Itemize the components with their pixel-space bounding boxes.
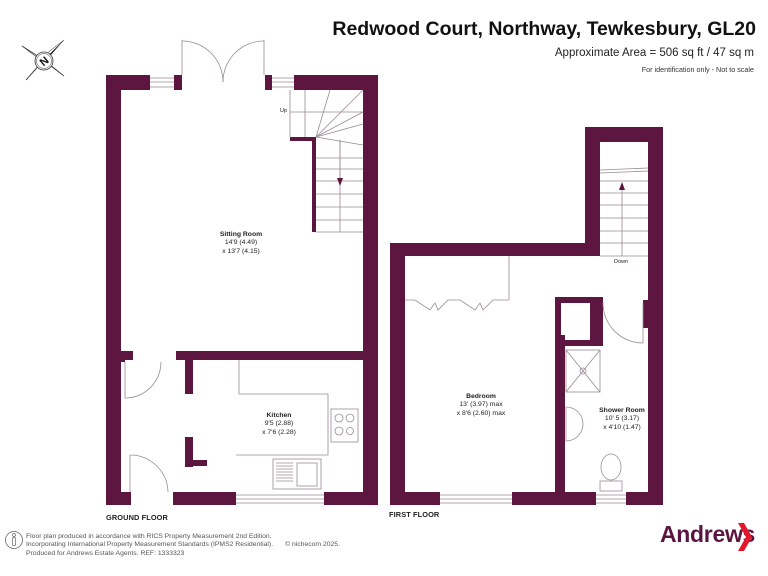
scale-disclaimer: For identification only - Not to scale: [641, 65, 754, 74]
north-compass-icon: N: [21, 39, 65, 81]
room-shower-room: Shower Room 10' 5 (3.17) x 4'10 (1.47): [599, 407, 645, 432]
rics-person-icon: [5, 531, 23, 549]
room-dimension: 14'9 (4.49): [224, 239, 258, 247]
property-title: Redwood Court, Northway, Tewkesbury, GL2…: [332, 18, 756, 40]
room-name: Kitchen: [266, 412, 292, 419]
copyright: © nichecom 2025.: [285, 541, 340, 549]
chevron-logo-icon: [738, 523, 752, 551]
room-dimension: x 7'6 (2.28): [262, 428, 296, 436]
room-kitchen: Kitchen 9'5 (2.88) x 7'6 (2.28): [262, 412, 296, 437]
room-dimension: x 8'6 (2.60) max: [456, 409, 506, 417]
stairs-down-label: Down: [614, 259, 629, 265]
room-sitting-room: Sitting Room 14'9 (4.49) x 13'7 (4.15): [220, 231, 262, 256]
stairs-up-label: Up: [280, 108, 288, 114]
room-name: Shower Room: [599, 407, 645, 414]
footer-line: Floor plan produced in accordance with R…: [26, 533, 272, 540]
room-dimension: 13' (3.97) max: [459, 401, 503, 409]
room-name: Bedroom: [466, 393, 496, 400]
footer-line: Produced for Andrews Estate Agents. REF:…: [26, 549, 185, 557]
room-name: Sitting Room: [219, 231, 263, 238]
room-dimension: x 13'7 (4.15): [222, 247, 260, 255]
room-dimension: x 4'10 (1.47): [603, 423, 641, 431]
room-dimension: 9'5 (2.88): [264, 420, 294, 428]
ground-floor-label: GROUND FLOOR: [106, 513, 168, 522]
first-floor-label: FIRST FLOOR: [389, 510, 440, 519]
approximate-area: Approximate Area = 506 sq ft / 47 sq m: [554, 47, 754, 59]
room-dimension: 10' 5 (3.17): [604, 415, 640, 423]
footer-line: Incorporating International Property Mea…: [26, 541, 274, 549]
room-bedroom: Bedroom 13' (3.97) max x 8'6 (2.60) max: [457, 393, 506, 418]
footer-disclaimer: Floor plan produced in accordance with R…: [26, 533, 340, 558]
